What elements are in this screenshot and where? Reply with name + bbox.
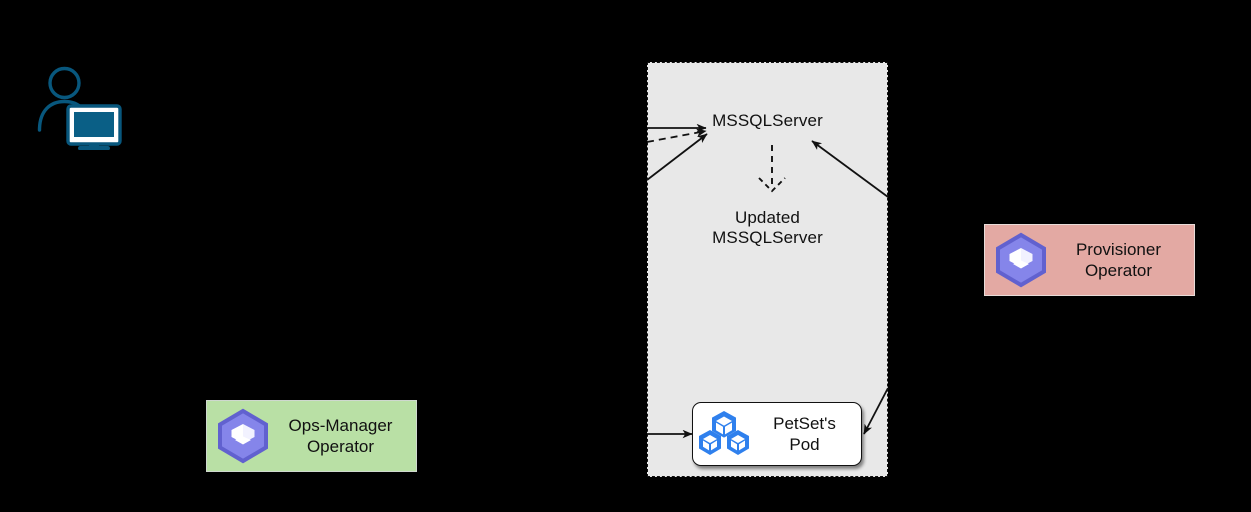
label-mssqlserver: MSSQLServer <box>712 111 823 130</box>
edge-dashed-to-mssqlserver <box>646 128 707 143</box>
label-updated-mssqlserver: Updated MSSQLServer <box>712 208 823 247</box>
ops-manager-operator-box[interactable]: Ops-Manager Operator <box>206 400 417 472</box>
provisioner-operator-label: Provisioner Operator <box>1075 240 1162 280</box>
kubernetes-pods-icon <box>699 411 749 455</box>
petsets-pod-label: PetSet's Pod <box>773 414 836 454</box>
operator-hexagon-icon <box>218 408 268 464</box>
edge-diagonal-to-mssqlserver <box>646 133 708 181</box>
edge-right-to-pod <box>863 387 889 435</box>
operator-hexagon-icon <box>996 232 1046 288</box>
ops-manager-operator-label: Ops-Manager Operator <box>288 416 393 456</box>
edge-provisioner-to-mssqlserver <box>811 140 889 198</box>
provisioner-operator-box[interactable]: Provisioner Operator <box>984 224 1195 296</box>
edge-mssqlserver-to-updated-arrowhead <box>758 177 786 193</box>
user-at-computer-icon <box>37 66 122 150</box>
petsets-pod-box[interactable]: PetSet's Pod <box>692 402 862 466</box>
